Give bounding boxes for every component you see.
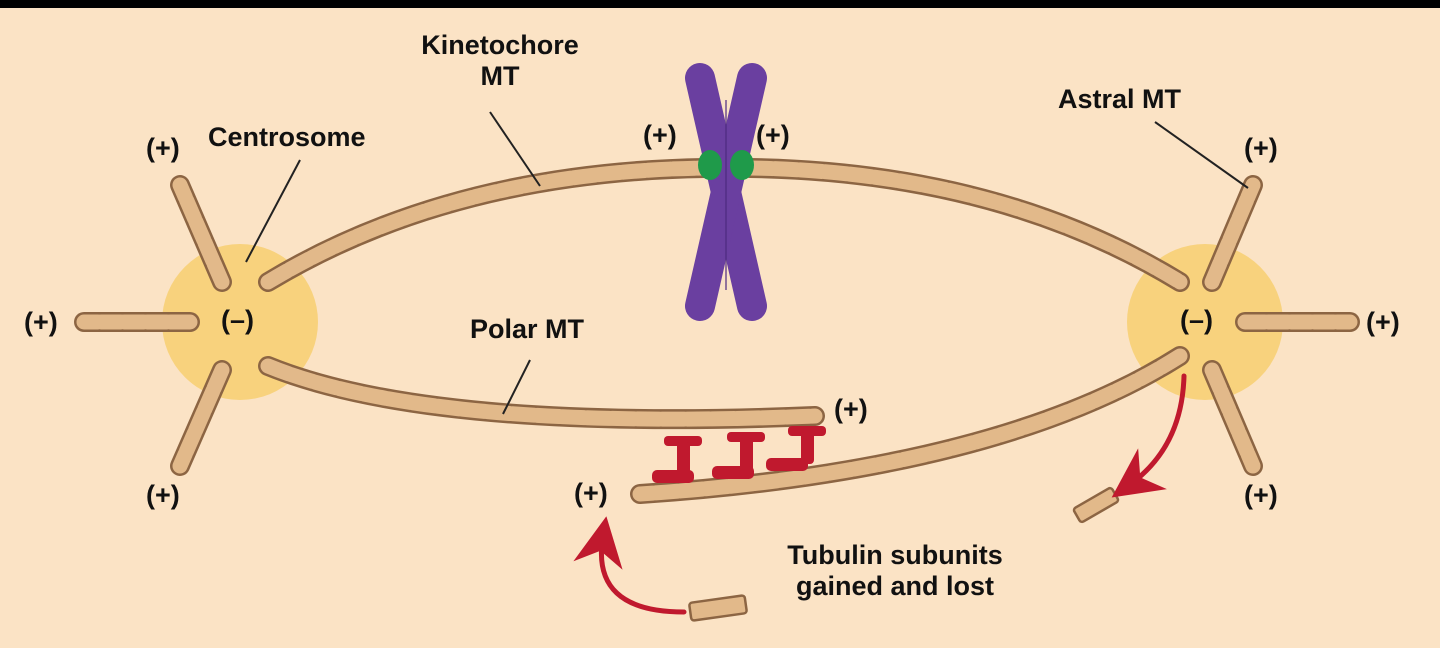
plus-label-left-upper: (+) xyxy=(146,133,180,163)
minus-label-left-centrosome: (–) xyxy=(221,305,254,335)
motor-protein-3 xyxy=(766,426,826,471)
top-bar xyxy=(0,0,1440,8)
kinetochore-mt-label-line1: Kinetochore xyxy=(421,30,579,60)
kinetochore-mt-left-fill xyxy=(260,160,713,290)
leader-astral-mt xyxy=(1154,121,1249,189)
astral-mt-left-down-fill xyxy=(172,362,230,474)
plus-label-polar-upper: (+) xyxy=(834,394,868,424)
plus-label-right-upper: (+) xyxy=(1244,133,1278,163)
plus-label-kinetochore-left: (+) xyxy=(643,120,677,150)
kinetochore-mt-label-line2: MT xyxy=(480,61,520,92)
polar-mt-label: Polar MT xyxy=(470,314,585,344)
centrosome-label: Centrosome xyxy=(208,122,366,152)
arrow-subunit-gain xyxy=(573,516,687,615)
kinetochore-mt-label: Kinetochore MT xyxy=(390,30,610,92)
plus-label-kinetochore-right: (+) xyxy=(756,120,790,150)
plus-label-polar-lower: (+) xyxy=(574,478,608,508)
tubulin-subunit-bottom xyxy=(688,594,748,622)
arrow-subunit-loss xyxy=(1111,373,1187,498)
plus-label-right-middle: (+) xyxy=(1366,307,1400,337)
leader-polar-mt xyxy=(502,359,531,415)
kinetochore-left xyxy=(698,150,722,180)
motor-protein-1 xyxy=(652,436,702,483)
tubulin-subunits-label-line2: gained and lost xyxy=(795,571,995,602)
leader-kinetochore-mt xyxy=(489,111,541,187)
polar-mt-right-fill xyxy=(632,348,1188,502)
plus-label-left-lower: (+) xyxy=(146,480,180,510)
astral-mt-right-down-fill xyxy=(1204,362,1261,474)
leader-centrosome xyxy=(245,159,301,263)
minus-label-right-centrosome: (–) xyxy=(1180,305,1213,335)
tubulin-subunits-label-line1: Tubulin subunits xyxy=(787,540,1003,570)
tubulin-subunits-label: Tubulin subunits gained and lost xyxy=(740,540,1050,602)
astral-mt-left-up-fill xyxy=(172,177,230,290)
polar-mt-left-fill xyxy=(260,358,823,427)
astral-mt-label: Astral MT xyxy=(1058,84,1182,114)
plus-label-right-lower: (+) xyxy=(1244,480,1278,510)
kinetochore-mt-right-fill xyxy=(742,160,1188,290)
plus-label-left-middle: (+) xyxy=(24,307,58,337)
motor-protein-2 xyxy=(712,432,765,479)
kinetochore-right xyxy=(730,150,754,180)
astral-mt-right-up-fill xyxy=(1204,177,1261,290)
